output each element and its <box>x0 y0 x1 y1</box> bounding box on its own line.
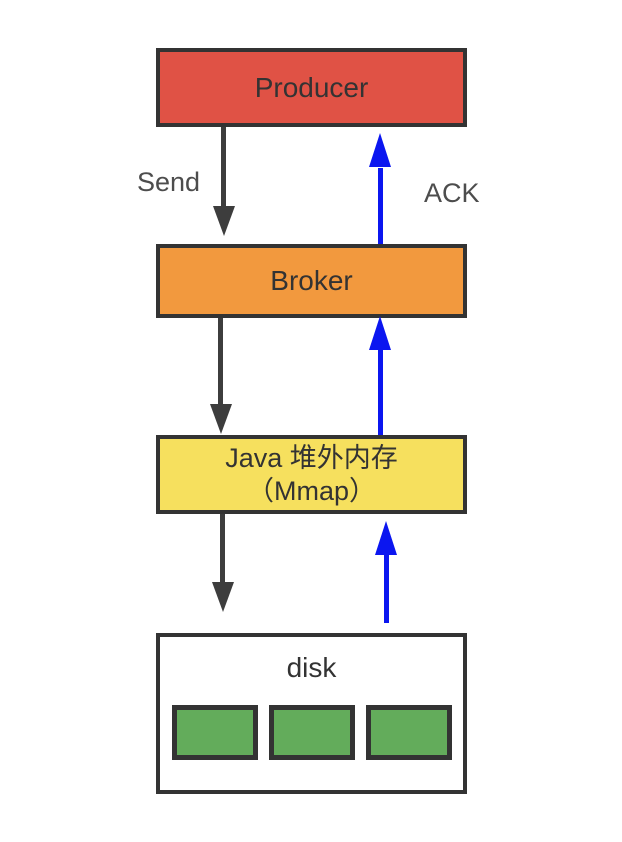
ack-edge-label: ACK <box>424 178 480 208</box>
arrow-down-icon <box>212 582 234 612</box>
node-broker: Broker <box>156 244 467 318</box>
disk-segment <box>171 705 258 760</box>
arrow-up-icon <box>375 521 397 555</box>
offheap-to-disk-arrow-line <box>220 514 225 582</box>
disk-segments <box>171 705 452 760</box>
send-arrow-line <box>221 127 226 207</box>
arrow-down-icon <box>213 206 235 236</box>
node-disk: disk <box>156 633 467 794</box>
node-broker-label: Broker <box>270 265 353 296</box>
ack-arrow-line <box>378 168 383 244</box>
node-offheap-mmap: Java 堆外内存 （Mmap） <box>156 435 467 514</box>
node-producer: Producer <box>156 48 467 127</box>
node-offheap-label-line1: Java 堆外内存 <box>225 442 398 473</box>
disk-to-offheap-arrow-line <box>384 555 389 623</box>
arrow-up-icon <box>369 133 391 167</box>
broker-to-offheap-arrow-line <box>218 318 223 406</box>
node-producer-label: Producer <box>254 71 369 103</box>
node-offheap-label-line2: （Mmap） <box>246 475 376 506</box>
offheap-to-broker-arrow-line <box>378 350 383 435</box>
disk-segment <box>365 705 452 760</box>
disk-segment <box>268 705 355 760</box>
send-edge-label: Send <box>137 167 201 197</box>
arrow-down-icon <box>210 404 232 434</box>
arrow-up-icon <box>369 316 391 350</box>
node-disk-label: disk <box>286 652 337 683</box>
